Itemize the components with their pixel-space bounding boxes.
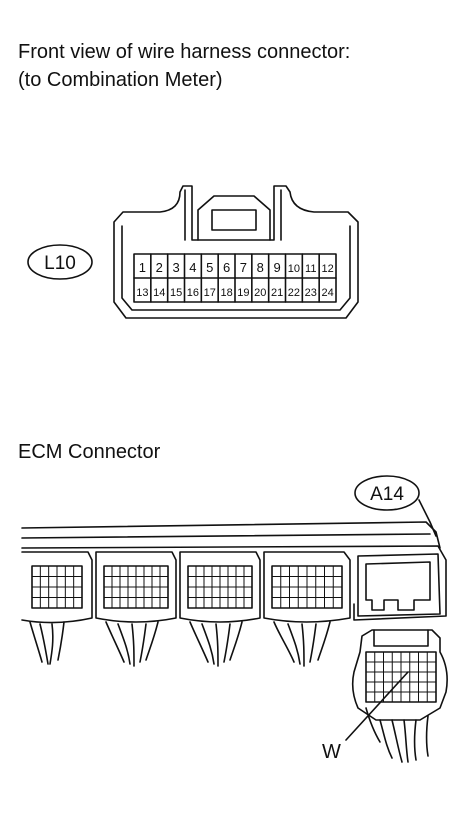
- pin-number-3: 3: [172, 260, 179, 275]
- pin-number-9: 9: [273, 260, 280, 275]
- harness-caption-line2: (to Combination Meter): [18, 69, 223, 91]
- pin-number-4: 4: [189, 260, 196, 275]
- pin-number-15: 15: [170, 287, 182, 299]
- pin-number-7: 7: [240, 260, 247, 275]
- pin-number-21: 21: [271, 287, 283, 299]
- a14-code-ellipse: [354, 475, 420, 511]
- pin-number-22: 22: [288, 287, 300, 299]
- pin-number-17: 17: [204, 287, 216, 299]
- l10-lock-tab: [197, 195, 271, 241]
- ecm-empty-socket: [357, 553, 441, 617]
- pin-number-24: 24: [321, 287, 333, 299]
- pin-number-23: 23: [305, 287, 317, 299]
- a14-code-label: A14: [370, 484, 404, 505]
- l10-code-label: L10: [44, 253, 76, 274]
- ecm-body-front: [21, 545, 447, 621]
- pin-number-12: 12: [321, 263, 333, 275]
- ecm-wire-bundles: [29, 621, 331, 667]
- ecm-caption: ECM Connector: [18, 441, 161, 463]
- pin-number-19: 19: [237, 287, 249, 299]
- pin-number-5: 5: [206, 260, 213, 275]
- pin-number-1: 1: [139, 260, 146, 275]
- pin-number-16: 16: [187, 287, 199, 299]
- pin-number-20: 20: [254, 287, 266, 299]
- l10-inner-rim: [121, 225, 351, 311]
- ecm-plug-w: [351, 629, 448, 763]
- pin-number-11: 11: [305, 263, 316, 275]
- pin-number-18: 18: [220, 287, 232, 299]
- pin-number-14: 14: [153, 287, 165, 299]
- pin-number-2: 2: [156, 260, 163, 275]
- l10-code-ellipse: [27, 244, 93, 280]
- a14-leader-line: [418, 499, 437, 537]
- pin-number-13: 13: [136, 287, 148, 299]
- pin-number-8: 8: [257, 260, 264, 275]
- w-leader-line: [345, 671, 409, 741]
- pin-number-6: 6: [223, 260, 230, 275]
- harness-caption-line1: Front view of wire harness connector:: [18, 41, 351, 63]
- w-wire-label: W: [322, 741, 341, 763]
- l10-lock-window: [211, 209, 257, 231]
- l10-housing: [113, 185, 359, 319]
- ecm-body-top: [21, 521, 441, 549]
- pin-number-10: 10: [288, 263, 300, 275]
- a14-connector: A14: [21, 475, 448, 763]
